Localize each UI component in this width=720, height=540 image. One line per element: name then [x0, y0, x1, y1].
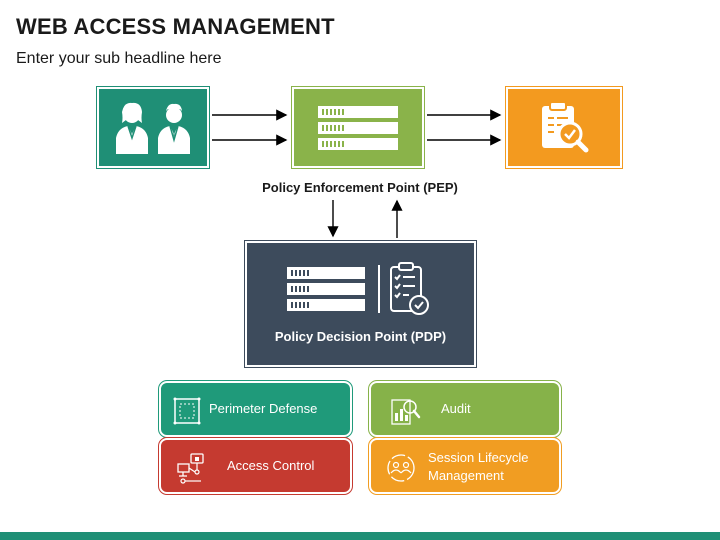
feature-perimeter-defense: Perimeter Defense: [158, 380, 353, 438]
feature-label: Audit: [441, 401, 471, 416]
perimeter-icon: [173, 397, 201, 425]
footer-bar: [0, 532, 720, 540]
feature-session-lifecycle: Session Lifecycle Management: [368, 437, 562, 495]
access-network-icon: [177, 453, 204, 484]
users-node: [96, 86, 210, 169]
pdp-label: Policy Decision Point (PDP): [274, 329, 447, 344]
feature-label-line2: Management: [428, 468, 504, 483]
feature-access-control: Access Control: [158, 437, 353, 495]
feature-label-line1: Session Lifecycle: [428, 450, 529, 465]
feature-audit: Audit: [368, 380, 562, 438]
session-people-icon: [387, 454, 415, 482]
server-rack-icon: [318, 105, 398, 150]
feature-label: Session Lifecycle Management: [428, 449, 528, 485]
pep-node: [291, 86, 425, 169]
pdp-node: Policy Decision Point (PDP): [244, 240, 477, 368]
pep-label: Policy Enforcement Point (PEP): [262, 180, 458, 195]
page-subtitle: Enter your sub headline here: [16, 50, 222, 67]
audit-node: [505, 86, 623, 169]
server-clipboard-icon: [287, 262, 429, 315]
feature-label: Access Control: [227, 458, 315, 473]
users-icon: [116, 102, 190, 154]
feature-label: Perimeter Defense: [209, 401, 318, 416]
clipboard-search-icon: [542, 100, 589, 152]
audit-chart-icon: [391, 399, 421, 425]
page-title: WEB ACCESS MANAGEMENT: [16, 14, 335, 39]
